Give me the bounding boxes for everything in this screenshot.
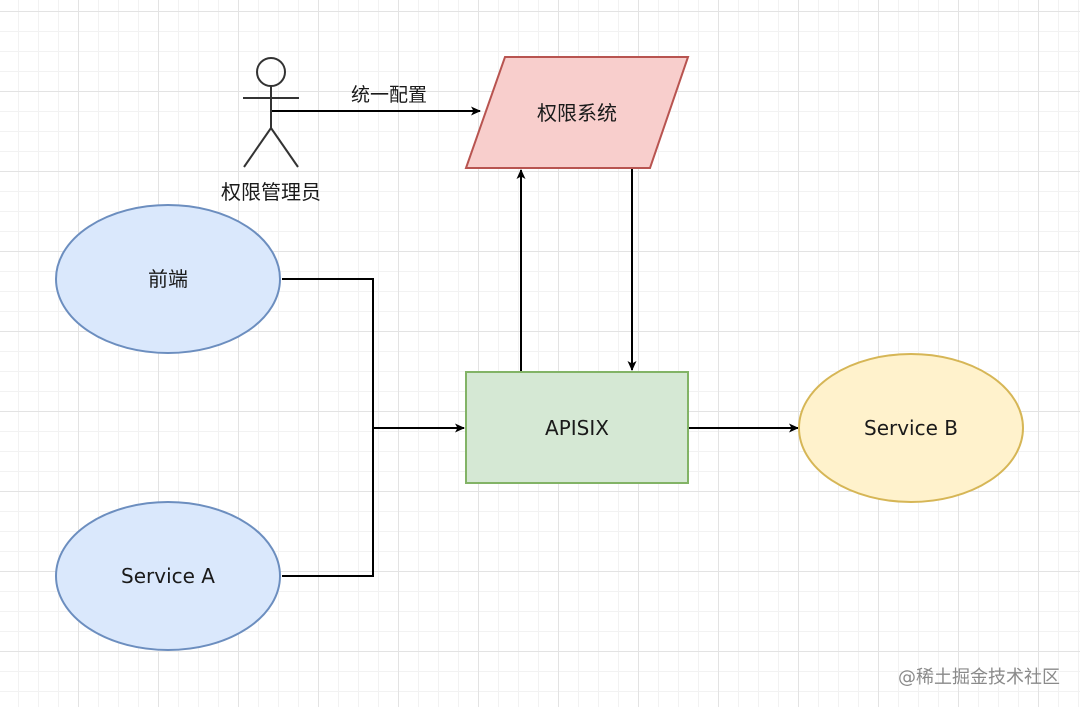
edge-service-a-to-apisix [282,428,374,577]
apisix-label: APISIX [545,416,609,440]
auth-system-shape [464,56,690,169]
edge-config-label: 统一配置 [351,84,427,106]
service-b-node: Service B [798,353,1024,503]
edge-frontend-to-apisix [282,278,465,433]
apisix-node: APISIX [465,371,689,484]
service-b-shape [798,353,1024,503]
frontend-node: 前端 [55,204,281,354]
actor-label: 权限管理员 [221,180,321,204]
service-b-label: Service B [864,416,958,440]
frontend-label: 前端 [148,267,188,291]
service-a-node: Service A [55,501,281,651]
person-icon [243,57,299,168]
apisix-shape [465,371,689,484]
edges: 统一配置 [271,84,799,577]
frontend-shape [55,204,281,354]
auth-system-label: 权限系统 [537,101,617,125]
watermark-text: @稀土掘金技术社区 [898,667,1060,688]
auth-system-node: 权限系统 [464,56,690,169]
service-a-shape [55,501,281,651]
actor-node: 权限管理员 [221,57,321,204]
service-a-label: Service A [121,564,215,588]
